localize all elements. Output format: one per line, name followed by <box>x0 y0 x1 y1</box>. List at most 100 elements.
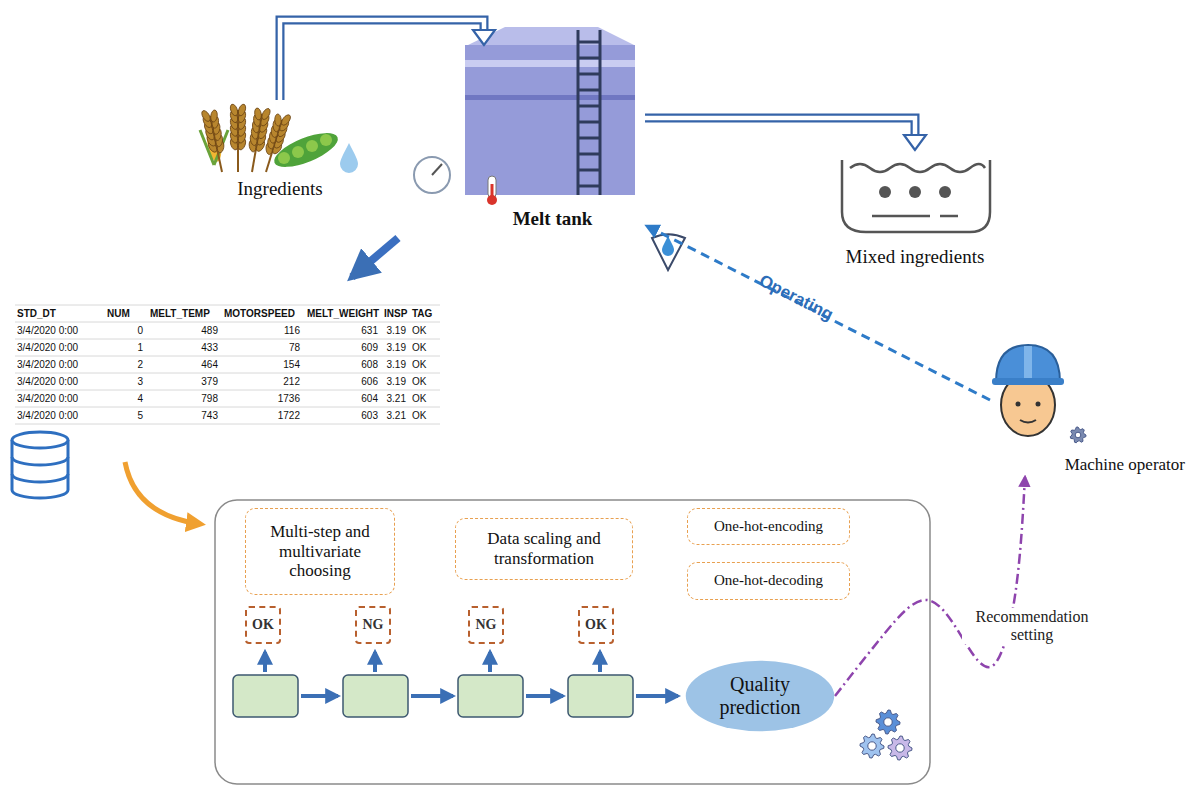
node-text: Mixed ingredients <box>846 246 985 268</box>
melt-tank-picture-part-part <box>578 41 600 44</box>
melt-tank-picture-part <box>465 45 635 195</box>
database-icon-part <box>12 432 68 448</box>
melt-tank-picture-part <box>465 95 635 100</box>
node-text: Machine operator <box>1065 455 1185 475</box>
melt-tank-picture-part <box>491 184 494 198</box>
gear-icon-part <box>876 710 900 734</box>
table-grid <box>15 305 440 424</box>
table-header: MELT_TEMP <box>150 305 218 322</box>
table-header: NUM <box>107 305 143 322</box>
melt-tank-picture-part <box>414 157 450 193</box>
table-cell: 433 <box>150 339 218 356</box>
table-cell: 1 <box>107 339 143 356</box>
table-cell: 2 <box>107 356 143 373</box>
ingredients-picture-part <box>306 140 318 152</box>
lstm-cell-part <box>636 694 678 698</box>
connector <box>645 118 926 150</box>
melt-tank-picture-part-part <box>578 57 600 60</box>
operator-label: Machine operator <box>990 345 1185 475</box>
bowl-picture-part <box>940 215 958 218</box>
table-cell: 604 <box>307 390 378 407</box>
process-box: One-hot-decoding <box>687 562 850 600</box>
lstm-cell-part <box>343 675 408 717</box>
melt-tank-picture-part-part <box>578 73 600 76</box>
operator-picture-part <box>992 378 1064 385</box>
table-cell: 3/4/2020 0:00 <box>17 339 103 356</box>
table-grid-part <box>15 339 440 340</box>
picture-label: Ingredients <box>195 100 365 200</box>
melt-tank-picture <box>414 27 685 270</box>
table-cell: 5 <box>107 407 143 424</box>
lstm-cell-part <box>233 675 298 717</box>
table-cell: 3/4/2020 0:00 <box>17 356 103 373</box>
node-text: Quality prediction <box>699 673 821 719</box>
operator-picture-part <box>1016 402 1021 407</box>
melt-tank-picture-part <box>652 234 685 270</box>
table-cell: OK <box>412 407 438 424</box>
ingredients-picture-part <box>254 108 262 121</box>
melt-tank-picture-part-part <box>578 153 600 156</box>
table-cell: 743 <box>150 407 218 424</box>
table-grid-part <box>15 424 440 425</box>
output-box: OK <box>245 606 281 644</box>
operator-picture-part <box>996 345 1060 382</box>
table-grid-part <box>15 407 440 408</box>
tank-label: Melt tank <box>460 45 645 230</box>
ingredients-picture-part <box>340 143 358 173</box>
melt-tank-picture-part-part <box>578 89 600 92</box>
node-text: Melt tank <box>513 208 593 230</box>
ingredients-picture-part <box>278 152 290 164</box>
table-cell: 631 <box>307 322 378 339</box>
process-box: Data scaling and transformation <box>455 518 633 580</box>
melt-tank-picture-part <box>468 27 634 45</box>
table-cell: 3.21 <box>384 407 406 424</box>
ingredients-picture-part <box>229 103 239 116</box>
table-cell: 1722 <box>224 407 300 424</box>
bowl-picture-part <box>879 186 891 198</box>
edge-label: Recommendation setting <box>962 608 1103 645</box>
bowl-picture-part <box>872 215 930 218</box>
data-arrow <box>352 238 398 277</box>
melt-tank-picture-part-part <box>578 185 600 188</box>
ingredients-picture-part <box>280 113 292 126</box>
ingredients-picture-part <box>210 110 218 123</box>
table-cell: 0 <box>107 322 143 339</box>
melt-tank-picture-part-part <box>578 137 600 140</box>
ingredients-picture-part <box>292 146 304 158</box>
melt-tank-picture-part-part <box>578 169 600 172</box>
table-grid-part <box>15 373 440 374</box>
lstm-cell-part <box>526 694 563 698</box>
table-cell: 3/4/2020 0:00 <box>17 373 103 390</box>
table-cell: 212 <box>224 373 300 390</box>
process-panel <box>215 500 930 784</box>
node-text: Ingredients <box>237 178 322 200</box>
table-cell: 464 <box>150 356 218 373</box>
melt-tank-picture-part <box>432 164 442 175</box>
table-grid-part <box>15 322 440 323</box>
table-header: MELT_WEIGHT <box>307 305 378 322</box>
node-text: NG <box>363 617 384 633</box>
gear-icon-part <box>896 744 904 752</box>
node-text: Data scaling and transformation <box>462 529 626 568</box>
table-cell: 78 <box>224 339 300 356</box>
node-text: Multi-step and multivariate choosing <box>252 522 388 581</box>
table-cell: 608 <box>307 356 378 373</box>
table-cell: OK <box>412 322 438 339</box>
melt-tank-picture-part <box>465 60 635 67</box>
table-grid-part <box>15 305 440 306</box>
connector-line <box>645 118 915 136</box>
arrow-head <box>473 30 495 45</box>
connector-line <box>280 20 484 100</box>
picture-label: Mixed ingredients <box>820 150 1010 268</box>
table-cell: OK <box>412 339 438 356</box>
database-icon-part <box>12 457 68 465</box>
table-cell: 609 <box>307 339 378 356</box>
connector <box>647 226 990 400</box>
lstm-cell-part <box>411 694 453 698</box>
ingredients-picture-part <box>260 107 272 121</box>
lstm-cell-part <box>488 652 492 672</box>
table-grid-part <box>15 390 440 391</box>
